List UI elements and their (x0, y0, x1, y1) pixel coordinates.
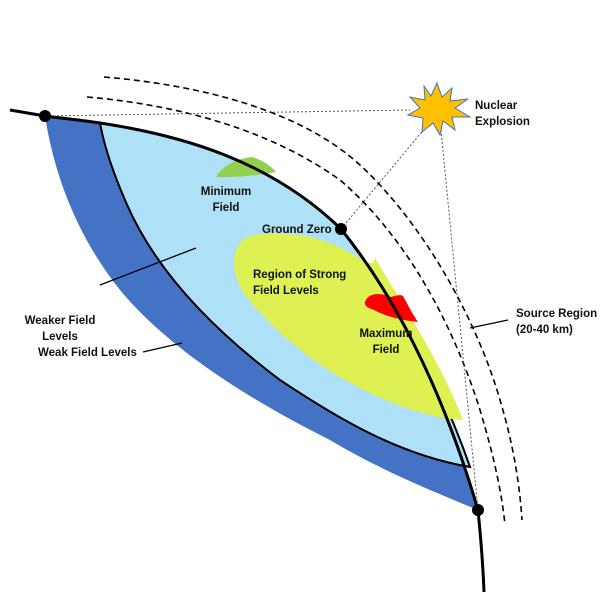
source-region-label: Source Region(20-40 km) (516, 308, 597, 336)
horizon-point-right (472, 504, 484, 516)
source-region-outer-boundary (103, 76, 523, 521)
nuclear-explosion-icon (406, 81, 472, 137)
strong-field-region (234, 233, 463, 420)
maximum-field-region (364, 294, 418, 322)
source-region-inner-boundary (86, 96, 506, 526)
line-of-sight-rays (44, 109, 479, 511)
leader-lines (99, 247, 509, 353)
ground-zero-point (335, 223, 347, 235)
ground-zero-label: Ground Zero (262, 224, 332, 236)
horizon-point-left (39, 110, 51, 122)
weak-field-label: Weak Field Levels (38, 347, 137, 359)
